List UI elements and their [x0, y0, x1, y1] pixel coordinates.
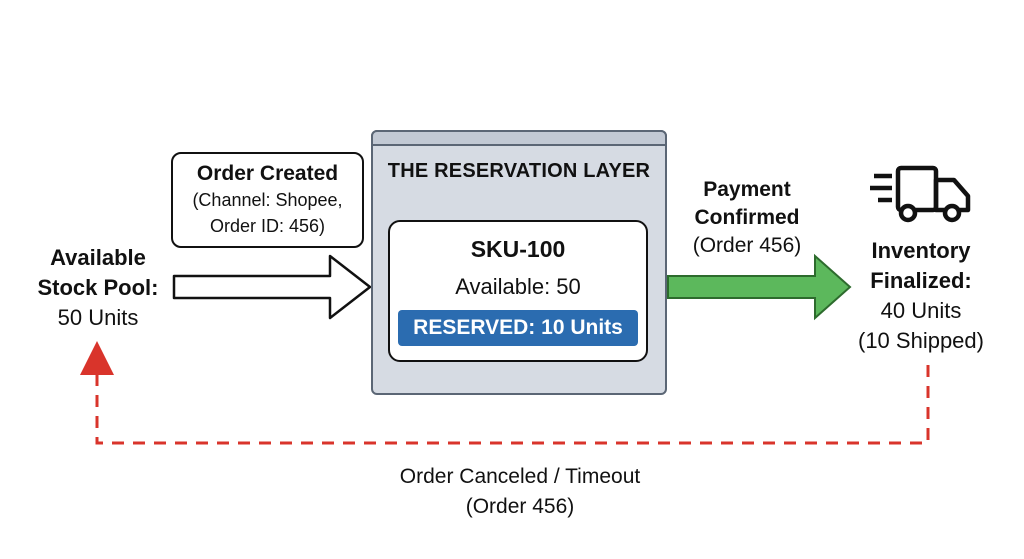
- order-created-order-id: Order ID: 456): [209, 216, 326, 236]
- stock-pool-units: 50 Units: [57, 305, 139, 330]
- truck-icon: [870, 165, 971, 223]
- inventory-finalized-label: Inventory Finalized: 40 Units (10 Shippe…: [836, 236, 1006, 356]
- order-canceled-label: Order Canceled / Timeout (Order 456): [330, 462, 710, 522]
- payment-line3: (Order 456): [692, 234, 802, 257]
- stock-pool-label: Available Stock Pool: 50 Units: [28, 243, 168, 333]
- cancel-line2: (Order 456): [465, 495, 575, 518]
- stock-pool-title-line2: Stock Pool:: [37, 275, 159, 300]
- payment-line2: Confirmed: [694, 206, 800, 229]
- inventory-line4: (10 Shipped): [858, 328, 984, 353]
- reservation-layer-header-bar: [371, 130, 667, 146]
- inventory-line2: Finalized:: [870, 268, 972, 293]
- inventory-line3: 40 Units: [880, 298, 962, 323]
- sku-available: Available: 50: [455, 274, 581, 299]
- order-created-title: Order Created: [196, 162, 339, 185]
- order-created-arrow: [172, 254, 372, 320]
- cancel-line1: Order Canceled / Timeout: [399, 465, 641, 488]
- cancel-arrowhead: [80, 341, 114, 375]
- payment-confirmed-arrow: [667, 253, 852, 321]
- payment-line1: Payment: [703, 178, 791, 201]
- payment-confirmed-label: Payment Confirmed (Order 456): [672, 176, 822, 260]
- reservation-layer-title: THE RESERVATION LAYER: [387, 160, 651, 182]
- reserved-badge: RESERVED: 10 Units: [398, 310, 638, 346]
- inventory-line1: Inventory: [871, 238, 971, 263]
- order-created-channel: (Channel: Shopee,: [192, 190, 343, 210]
- stock-pool-title-line1: Available: [50, 245, 146, 270]
- sku-name: SKU-100: [470, 236, 566, 262]
- cancel-return-path: [95, 365, 930, 445]
- order-created-box: Order Created (Channel: Shopee, Order ID…: [171, 152, 364, 248]
